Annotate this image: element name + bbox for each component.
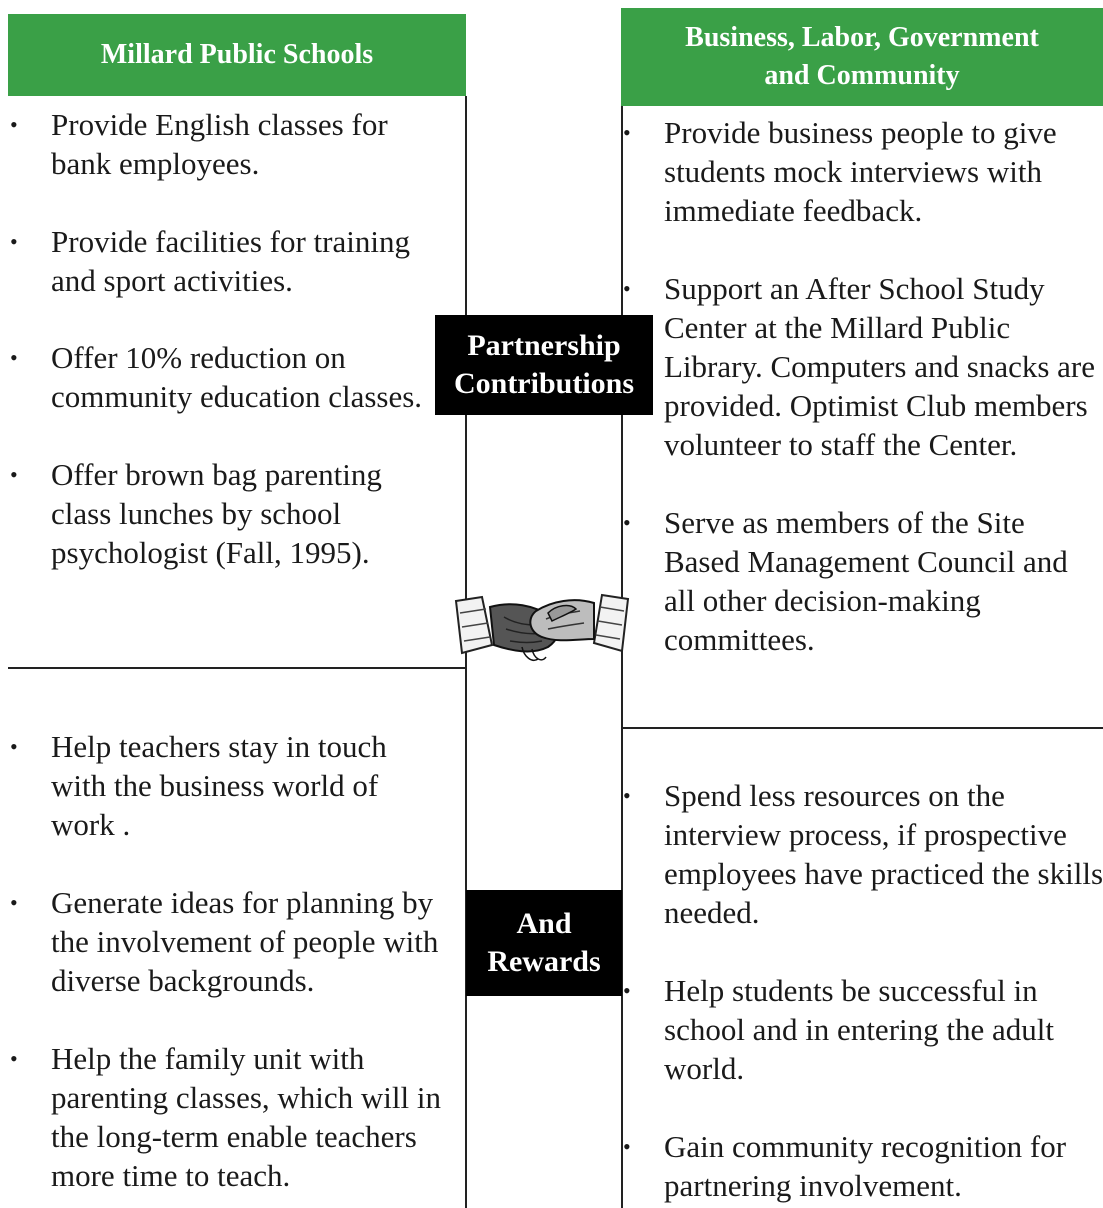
list-item: Help teachers stay in touch with the bus… <box>0 727 445 844</box>
left-header-title: Millard Public Schools <box>100 39 374 70</box>
list-item: Provide English classes for bank employe… <box>0 105 440 183</box>
partnership-contributions-label: Partnership Contributions <box>435 315 653 415</box>
and-rewards-label: And Rewards <box>466 890 622 996</box>
list-item: Help the family unit with parenting clas… <box>0 1039 445 1195</box>
left-section-divider <box>8 667 466 669</box>
list-item: Serve as members of the Site Based Manag… <box>613 503 1103 659</box>
list-item: Gain community recognition for partnerin… <box>613 1127 1103 1205</box>
list-item: Spend less resources on the interview pr… <box>613 776 1103 932</box>
right-header-title-line2: and Community <box>764 60 960 91</box>
right-header-title-line1: Business, Labor, Government <box>685 22 1039 53</box>
list-item: Provide facilities for training and spor… <box>0 222 440 300</box>
list-item: Offer 10% reduction on community educati… <box>0 338 440 416</box>
right-contributions-list: Provide business people to give students… <box>613 113 1103 659</box>
right-header: Business, Labor, Government and Communit… <box>621 8 1103 106</box>
list-item: Provide business people to give students… <box>613 113 1103 230</box>
left-rewards-list: Help teachers stay in touch with the bus… <box>0 727 445 1195</box>
list-item: Offer brown bag parenting class lunches … <box>0 455 440 572</box>
list-item: Generate ideas for planning by the invol… <box>0 883 445 1000</box>
list-item: Support an After School Study Center at … <box>613 269 1103 464</box>
list-item: Help students be successful in school an… <box>613 971 1103 1088</box>
right-section-divider <box>621 727 1103 729</box>
left-header: Millard Public Schools <box>8 14 466 96</box>
right-rewards-list: Spend less resources on the interview pr… <box>613 776 1103 1205</box>
handshake-icon <box>452 583 632 673</box>
left-contributions-list: Provide English classes for bank employe… <box>0 105 440 572</box>
